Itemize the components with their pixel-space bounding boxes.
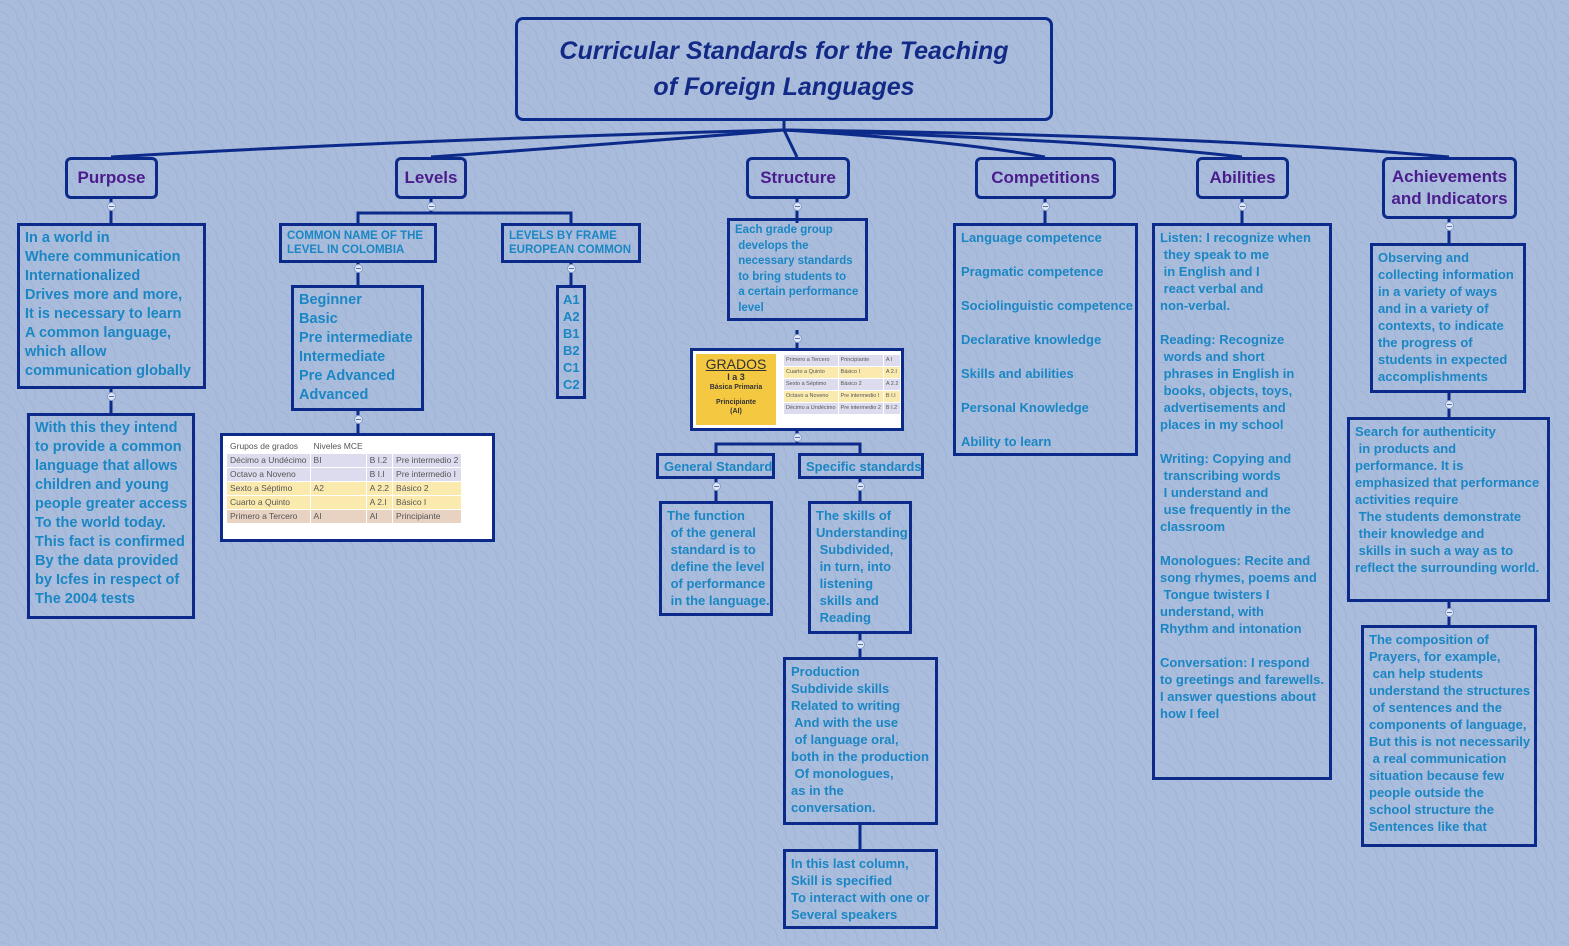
achievements-text-2[interactable]: Search for authenticity in products and … xyxy=(1347,417,1550,602)
interaction-text[interactable]: In this last column, Skill is specified … xyxy=(783,849,938,929)
table-cell: Básico I xyxy=(838,367,883,378)
table-cell: Octavo a Noveno xyxy=(784,391,838,402)
collapse-toggle[interactable] xyxy=(856,482,865,491)
purpose-text-1[interactable]: In a world in Where communication Intern… xyxy=(17,223,206,389)
collapse-toggle[interactable] xyxy=(856,640,865,649)
topic-competitions[interactable]: Competitions xyxy=(975,157,1116,199)
collapse-toggle[interactable] xyxy=(712,482,721,491)
table-cell: AI xyxy=(310,510,366,523)
levels-common-name[interactable]: COMMON NAME OF THE LEVEL IN COLOMBIA xyxy=(279,223,437,263)
central-topic-title[interactable]: Curricular Standards for the Teaching of… xyxy=(515,17,1053,121)
table-cell: B I.I xyxy=(366,468,393,481)
table-cell: BI xyxy=(310,454,366,467)
collapse-toggle[interactable] xyxy=(1041,202,1050,211)
topic-purpose[interactable]: Purpose xyxy=(65,157,158,199)
table-cell: B I.2 xyxy=(366,454,393,467)
table-cell: Cuarto a Quinto xyxy=(784,367,838,378)
table-cell: Básico 2 xyxy=(393,482,462,495)
production-text[interactable]: Production Subdivide skills Related to w… xyxy=(783,657,938,825)
collapse-toggle[interactable] xyxy=(354,264,363,273)
table-cell: Principiante xyxy=(838,355,883,366)
table-cell: Primero a Tercero xyxy=(227,510,310,523)
levels-table-image: Grupos de grados Niveles MCE Décimo a Und… xyxy=(220,433,495,542)
collapse-toggle[interactable] xyxy=(1445,400,1454,409)
topic-abilities[interactable]: Abilities xyxy=(1196,157,1289,199)
table-cell: Básico 2 xyxy=(838,379,883,390)
table-cell: Pre intermedio 2 xyxy=(838,403,883,414)
table-cell: Pre intermedio I xyxy=(393,468,462,481)
table-cell: Octavo a Noveno xyxy=(227,468,310,481)
table-cell: Primero a Tercero xyxy=(784,355,838,366)
general-standard-text[interactable]: The function of the general standard is … xyxy=(659,501,773,616)
grados-level: Principiante (AI) xyxy=(715,399,757,415)
table-header: Grupos de grados xyxy=(230,441,299,451)
table-cell xyxy=(310,468,366,481)
topic-achievements-indicators[interactable]: Achievements and Indicators xyxy=(1382,157,1517,219)
table-cell: AI xyxy=(366,510,393,523)
topic-structure[interactable]: Structure xyxy=(746,157,850,199)
table-cell: Principiante xyxy=(393,510,462,523)
table-cell: A 2.2 xyxy=(883,379,901,390)
european-levels-list[interactable]: A1 A2 B1 B2 C1 C2 xyxy=(556,285,586,399)
collapse-toggle[interactable] xyxy=(567,264,576,273)
achievements-text-3[interactable]: The composition of Prayers, for example,… xyxy=(1361,625,1537,847)
specific-standards-node[interactable]: Specific standards xyxy=(798,453,924,479)
skills-understanding-text[interactable]: The skills of Understanding Subdivided, … xyxy=(808,501,912,634)
table-cell: A 2.I xyxy=(366,496,393,509)
competitions-list[interactable]: Language competence Pragmatic competence… xyxy=(953,223,1138,456)
structure-text[interactable]: Each grade group develops the necessary … xyxy=(727,218,868,321)
grados-image: GRADOS I a 3 Básica Primaria Principiant… xyxy=(690,348,904,431)
grados-title: GRADOS xyxy=(705,356,767,372)
collapse-toggle[interactable] xyxy=(793,334,802,343)
grados-panel: GRADOS I a 3 Básica Primaria Principiant… xyxy=(696,354,776,425)
table-cell: B I.2 xyxy=(883,403,901,414)
table-cell: Pre intermedio 2 xyxy=(393,454,462,467)
collapse-toggle[interactable] xyxy=(354,415,363,424)
purpose-text-2[interactable]: With this they intend to provide a commo… xyxy=(27,413,195,619)
achievements-text-1[interactable]: Observing and collecting information in … xyxy=(1370,243,1526,393)
levels-european-frame[interactable]: LEVELS BY FRAME EUROPEAN COMMON xyxy=(501,223,641,263)
topic-levels[interactable]: Levels xyxy=(395,157,467,199)
table-cell: A2 xyxy=(310,482,366,495)
table-cell: Décimo a Undécimo xyxy=(784,403,838,414)
collapse-toggle[interactable] xyxy=(107,202,116,211)
table-cell: A 2.I xyxy=(883,367,901,378)
collapse-toggle[interactable] xyxy=(107,392,116,401)
table-cell: Cuarto a Quinto xyxy=(227,496,310,509)
collapse-toggle[interactable] xyxy=(427,202,436,211)
grados-cycle: Básica Primaria xyxy=(709,384,763,391)
table-header: Niveles MCE xyxy=(313,441,363,451)
general-standard-node[interactable]: General Standard xyxy=(656,453,775,479)
collapse-toggle[interactable] xyxy=(793,433,802,442)
grados-range: I a 3 xyxy=(727,372,745,382)
abilities-text[interactable]: Listen: I recognize when they speak to m… xyxy=(1152,223,1332,780)
table-cell: Sexto a Séptimo xyxy=(784,379,838,390)
table-cell xyxy=(310,496,366,509)
table-cell: A 2.2 xyxy=(366,482,393,495)
table-cell: B I.I xyxy=(883,391,901,402)
collapse-toggle[interactable] xyxy=(793,202,802,211)
collapse-toggle[interactable] xyxy=(1238,202,1247,211)
collapse-toggle[interactable] xyxy=(1445,222,1454,231)
levels-table: Grupos de grados Niveles MCE Décimo a Und… xyxy=(226,439,462,524)
colombia-levels-list[interactable]: Beginner Basic Pre intermediate Intermed… xyxy=(291,285,424,411)
table-cell: Básico I xyxy=(393,496,462,509)
table-cell: Pre intermedio I xyxy=(838,391,883,402)
collapse-toggle[interactable] xyxy=(1445,608,1454,617)
table-cell: A I xyxy=(883,355,901,366)
table-cell: Sexto a Séptimo xyxy=(227,482,310,495)
table-cell: Décimo a Undécimo xyxy=(227,454,310,467)
